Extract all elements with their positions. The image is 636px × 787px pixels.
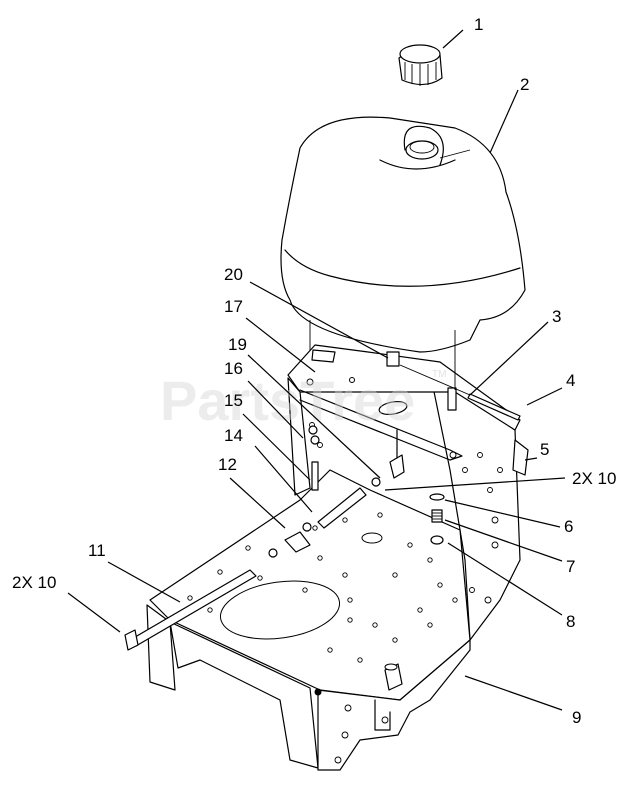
callout-19: 19 [228, 335, 247, 354]
fuel-line-assembly [124, 351, 521, 651]
fuel-tank [280, 116, 526, 390]
callout-20: 20 [224, 265, 243, 284]
leader-lines [67, 29, 566, 711]
callout-2x10-left: 2X 10 [12, 573, 56, 592]
callout-5: 5 [540, 440, 549, 459]
callout-labels: 1 2 3 4 5 2X 10 6 7 8 9 11 2X 10 12 14 1… [12, 15, 616, 727]
callout-2x10-right: 2X 10 [572, 469, 616, 488]
callout-6: 6 [564, 517, 573, 536]
chassis-frame [146, 344, 529, 771]
callout-15: 15 [224, 391, 243, 410]
callout-4: 4 [566, 371, 575, 390]
callout-17: 17 [224, 297, 243, 316]
fuel-cap [398, 44, 443, 86]
callout-7: 7 [566, 557, 575, 576]
watermark: PartsTree TM [160, 369, 446, 432]
callout-9: 9 [572, 708, 581, 727]
callout-1: 1 [474, 15, 483, 34]
callout-11: 11 [88, 541, 106, 560]
callout-3: 3 [552, 307, 561, 326]
callout-12: 12 [218, 455, 237, 474]
callout-8: 8 [566, 612, 575, 631]
callout-2: 2 [520, 75, 529, 94]
watermark-trademark: TM [432, 369, 446, 380]
callout-16: 16 [224, 359, 243, 378]
callout-14: 14 [224, 426, 243, 445]
